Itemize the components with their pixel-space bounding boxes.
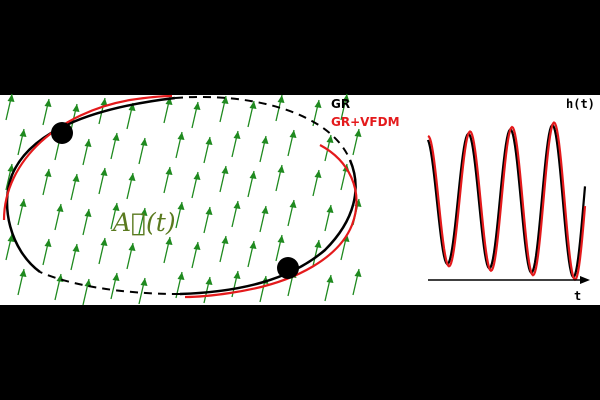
field-arrow-head (277, 235, 285, 243)
gr-orbit-solid-upper (5, 96, 176, 274)
field-arrow-head (44, 99, 52, 107)
field-arrow-head (205, 137, 213, 145)
field-arrow-head (7, 164, 15, 172)
field-arrow-head (56, 204, 64, 212)
field-arrow-head (249, 241, 257, 249)
field-arrow-head (84, 139, 92, 147)
field-arrow-head (221, 96, 229, 104)
field-arrow-head (233, 271, 241, 279)
field-arrow-head (72, 244, 80, 252)
field-arrow-head (140, 278, 148, 286)
field-arrow-head (7, 94, 15, 102)
field-arrow-head (314, 240, 322, 248)
orbiting-body-upper (51, 122, 73, 144)
field-arrow-head (205, 277, 213, 285)
field-arrow-head (84, 279, 92, 287)
field-arrow-head (112, 273, 120, 281)
field-arrow-head (44, 169, 52, 177)
vector-field-label: A⃗(t) (113, 208, 176, 237)
waveform-gr-line (426, 124, 587, 279)
field-arrow-head (177, 272, 185, 280)
field-arrow-head (44, 239, 52, 247)
field-arrow-head (177, 202, 185, 210)
field-arrow-head (140, 208, 148, 216)
waveform-plot (426, 121, 590, 284)
field-arrow-head (177, 132, 185, 140)
field-arrow-head (261, 206, 269, 214)
field-arrow-head (7, 234, 15, 242)
legend-vfdm-label: GR+VFDM (331, 115, 400, 129)
field-arrow-head (277, 95, 285, 103)
field-arrow-head (326, 275, 334, 283)
field-arrow-head (205, 207, 213, 215)
field-arrow-head (326, 205, 334, 213)
field-arrow-head (314, 170, 322, 178)
field-arrow-head (193, 172, 201, 180)
field-arrow-head (128, 243, 136, 251)
field-arrow-head (342, 94, 350, 102)
vector-field-arrows (5, 93, 362, 306)
field-arrow-head (128, 173, 136, 181)
field-arrow-head (19, 199, 27, 207)
field-arrow-head (165, 237, 173, 245)
field-arrow-head (128, 103, 136, 111)
vfdm-orbit-upper-left (2, 94, 173, 221)
field-arrow-head (112, 133, 120, 141)
field-arrow-head (112, 203, 120, 211)
waveform-ylabel: h(t) (566, 97, 595, 111)
vfdm-orbit-right (184, 144, 358, 299)
field-arrow-head (277, 165, 285, 173)
field-arrow-head (314, 100, 322, 108)
field-arrow-head (100, 168, 108, 176)
field-arrow-head (72, 104, 80, 112)
field-arrow-head (233, 201, 241, 209)
legend-gr-label: GR (331, 97, 351, 111)
field-arrow-head (165, 167, 173, 175)
gr-orbit-dashed-bottom (39, 271, 181, 295)
orbiting-body-lower (277, 257, 299, 279)
waveform-vfdm-line (427, 121, 587, 282)
field-arrow-head (193, 102, 201, 110)
field-arrow-head (261, 136, 269, 144)
gr-orbit-solid-right (179, 159, 357, 296)
field-arrow-head (19, 269, 27, 277)
field-arrow-head (249, 101, 257, 109)
field-arrow-head (140, 138, 148, 146)
field-arrow-head (354, 129, 362, 137)
field-arrow-head (84, 209, 92, 217)
field-arrow-head (249, 171, 257, 179)
field-arrow-head (193, 242, 201, 250)
field-arrow-head (221, 236, 229, 244)
field-arrow-head (289, 130, 297, 138)
field-arrow-head (354, 269, 362, 277)
field-arrow-head (100, 98, 108, 106)
field-arrow-head (233, 131, 241, 139)
field-arrow-head (72, 174, 80, 182)
time-axis-arrowhead (580, 276, 590, 284)
field-arrow-head (100, 238, 108, 246)
field-arrow-head (326, 135, 334, 143)
waveform-xlabel: t (574, 289, 582, 303)
field-arrow-head (165, 97, 173, 105)
field-arrow-head (289, 200, 297, 208)
field-arrow-head (221, 166, 229, 174)
field-arrow-head (19, 129, 27, 137)
